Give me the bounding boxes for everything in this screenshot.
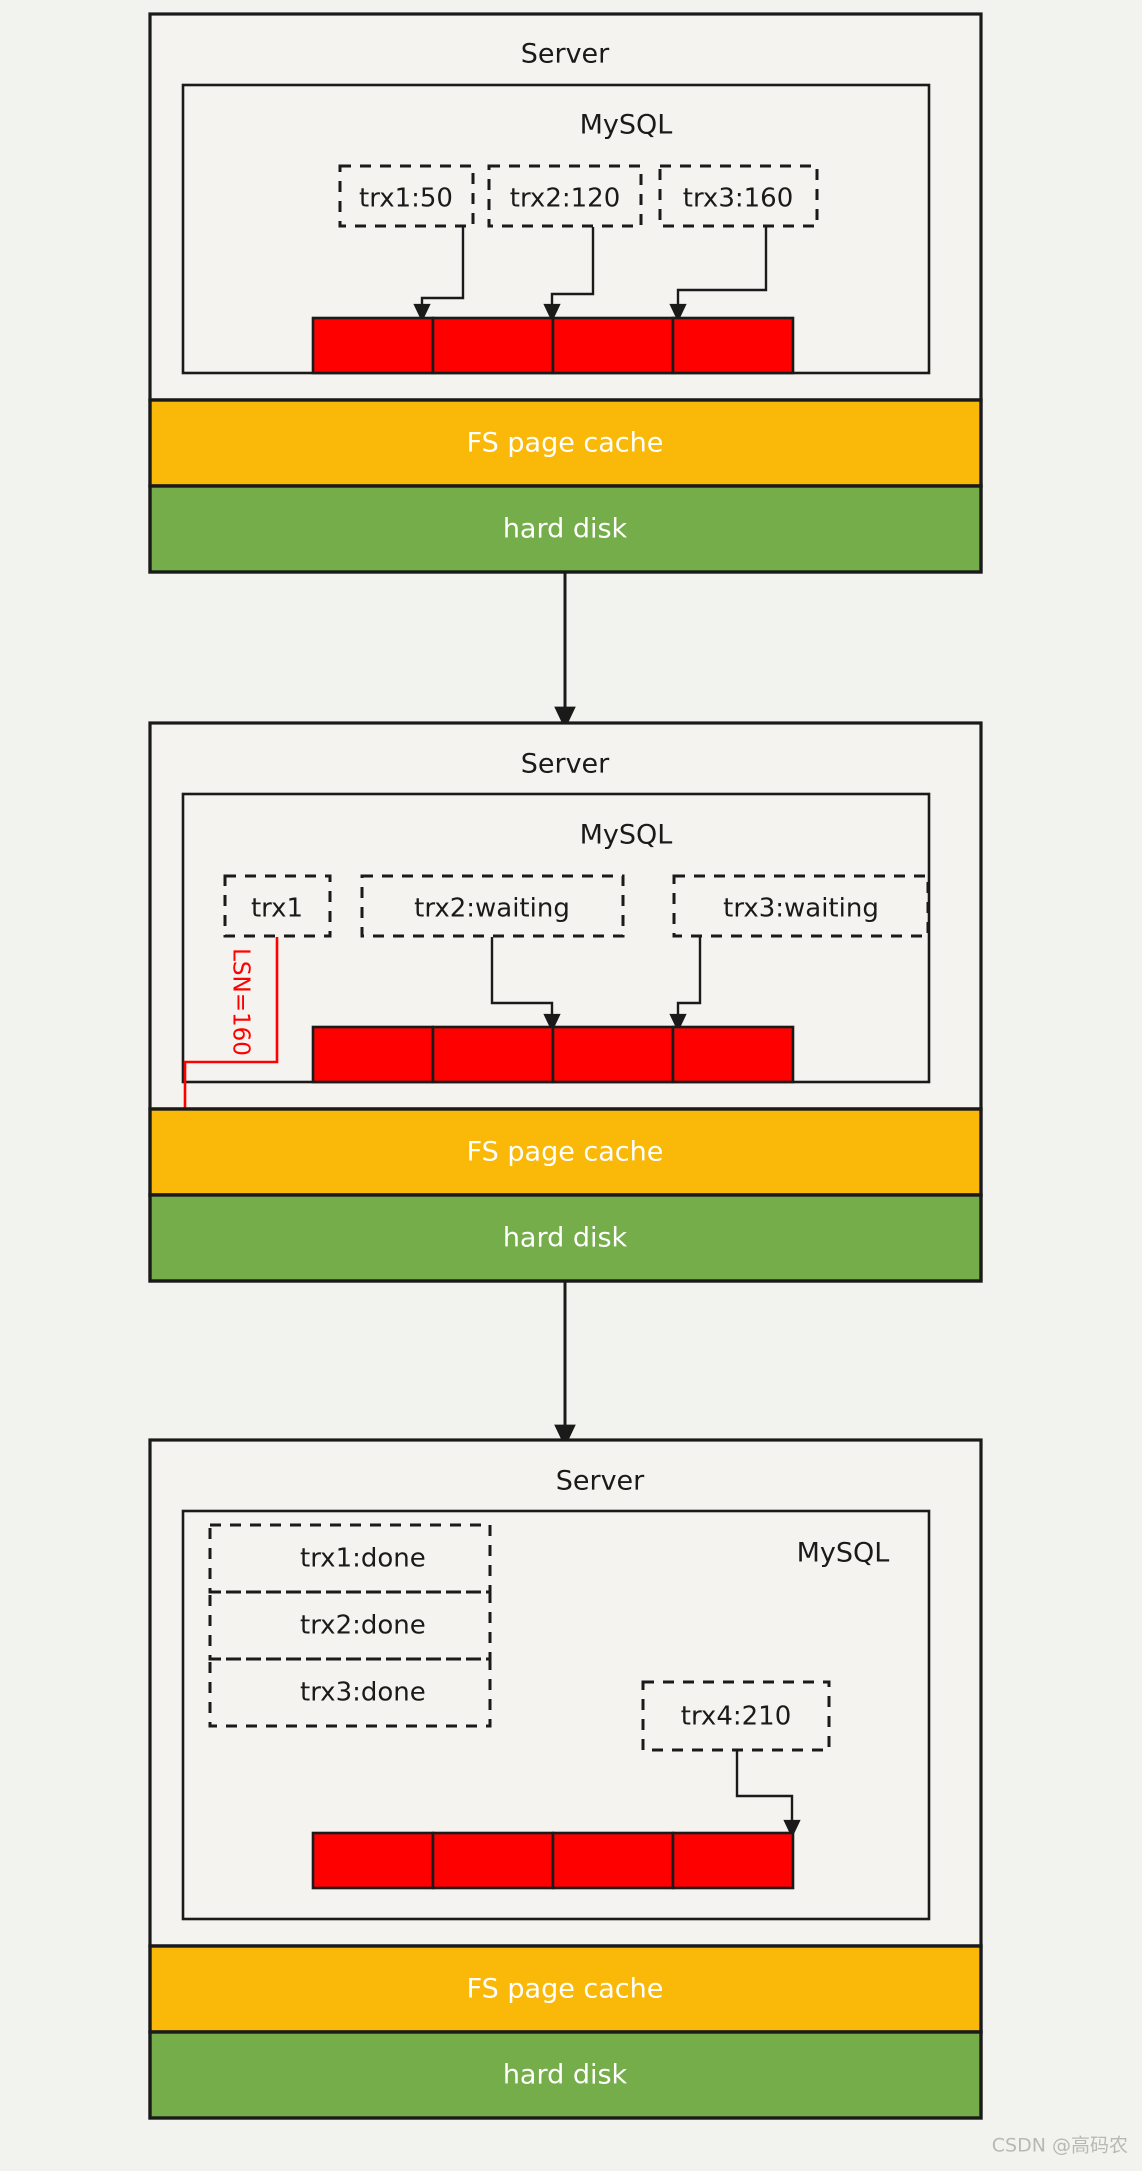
trx-connector-1-2 (543, 227, 595, 323)
trx-label-1-1: trx1:50 (359, 184, 453, 214)
redo-cell-3-3 (551, 1831, 675, 1890)
redo-log-buffer-3 (311, 1831, 795, 1890)
trx-done-label-3-3: trx3:done (300, 1678, 426, 1708)
hard-disk-band-2 (148, 1193, 983, 1283)
redo-cell-2-2 (431, 1025, 555, 1084)
server-title-1: Server (521, 39, 610, 70)
panel-1: Server MySQL trx1:50 trx2:120 trx3:160 F… (148, 12, 983, 574)
trx-label-1-3: trx3:160 (683, 184, 794, 214)
trx-label-1-2: trx2:120 (510, 184, 621, 214)
hard-disk-label-3: hard disk (503, 2060, 628, 2091)
redo-cell-3-1 (311, 1831, 435, 1890)
trx-connector-2-2 (490, 937, 561, 1033)
hard-disk-band-3 (148, 2030, 983, 2120)
server-title-3: Server (556, 1466, 645, 1497)
lsn-label: LSN=160 (228, 948, 254, 1056)
trx-label-2-2: trx2:waiting (414, 894, 570, 924)
trx-connector-1-1 (413, 227, 465, 323)
redo-cell-1-2 (431, 316, 555, 375)
redo-cell-2-1 (311, 1025, 435, 1084)
trx-box-3-4 (641, 1680, 831, 1752)
redo-cell-1-3 (551, 316, 675, 375)
redo-cell-1-1 (311, 316, 435, 375)
server-title-2: Server (521, 749, 610, 780)
trx-label-2-1: trx1 (251, 894, 303, 924)
redo-log-buffer-2 (311, 1025, 795, 1084)
redo-cell-3-2 (431, 1831, 555, 1890)
fs-page-cache-label-1: FS page cache (467, 428, 664, 459)
redo-log-buffer-1 (311, 316, 795, 375)
redo-cell-2-4 (671, 1025, 795, 1084)
panel-2: Server MySQL trx1 trx2:waiting trx3:wait… (148, 721, 983, 1283)
hard-disk-label-1: hard disk (503, 514, 628, 545)
panel-3: Server MySQL trx1:done trx2:done trx3:do… (148, 1438, 983, 2120)
trx-done-label-3-1: trx1:done (300, 1544, 426, 1574)
trx-done-label-3-2: trx2:done (300, 1611, 426, 1641)
hard-disk-label-2: hard disk (503, 1223, 628, 1254)
redo-cell-1-4 (671, 316, 795, 375)
redo-cell-3-4 (671, 1831, 795, 1890)
trx-box-2-3 (672, 874, 930, 938)
fs-page-cache-band-2 (148, 1107, 983, 1197)
trx-connector-3-4 (735, 1751, 801, 1839)
trx-box-2-2 (360, 874, 625, 938)
hard-disk-band-1 (148, 484, 983, 574)
redo-cell-2-3 (551, 1025, 675, 1084)
trx-box-1-1 (338, 164, 475, 228)
mysql-title-3: MySQL (797, 1538, 890, 1569)
trx-connector-1-3 (669, 227, 768, 323)
mysql-title-1: MySQL (580, 110, 673, 141)
trx-done-box-3-3 (208, 1657, 492, 1728)
mysql-title-2: MySQL (580, 820, 673, 851)
watermark: CSDN @高码农 (992, 2135, 1128, 2157)
trx-label-3-4: trx4:210 (681, 1702, 792, 1732)
trx-box-1-2 (487, 164, 643, 228)
trx-label-2-3: trx3:waiting (723, 894, 879, 924)
trx-connector-2-3 (669, 937, 702, 1033)
fs-page-cache-band-3 (148, 1944, 983, 2034)
fs-page-cache-label-3: FS page cache (467, 1974, 664, 2005)
fs-page-cache-band-1 (148, 398, 983, 488)
fs-page-cache-label-2: FS page cache (467, 1137, 664, 1168)
trx-box-1-3 (658, 164, 819, 228)
trx-box-2-1 (223, 874, 332, 938)
